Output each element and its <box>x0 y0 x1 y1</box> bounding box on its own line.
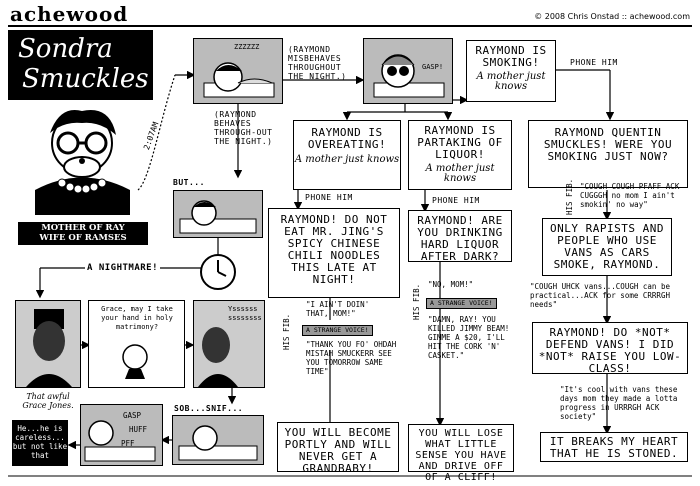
smoking-quote-1: "COUGH COUGH PFAFF ACK CUGGGH no mom I a… <box>580 182 680 209</box>
smoking-call-text: RAYMOND QUENTIN SMUCKLES! WERE YOU SMOKI… <box>543 126 673 163</box>
title-line-2: Smuckles <box>22 64 149 94</box>
smoking-quote-2: "COUGH UHCK vans...COUGH can be practica… <box>530 282 670 309</box>
gasp-word-1: GASP <box>123 411 142 420</box>
yes-panel: Yssssss ssssssss <box>193 300 265 388</box>
liquor-verdict-text: YOU WILL LOSE WHAT LITTLE SENSE YOU HAVE… <box>415 428 507 483</box>
proposal-bubble: Grace, may I take your hand in holy matr… <box>101 305 173 331</box>
yes-bubble: Yssssss ssssssss <box>228 305 262 322</box>
liquor-fib-label: HIS FIB. <box>412 283 421 320</box>
caption-plate: MOTHER OF RAY WIFE OF RAMSES <box>18 222 148 245</box>
smoking-box: RAYMOND IS SMOKING! A mother just knows <box>466 40 556 102</box>
careless-text: He...he is careless... but not like that <box>12 424 68 460</box>
overeating-call-text: RAYMOND! DO NOT EAT MR. JING'S SPICY CHI… <box>280 213 388 286</box>
smoking-sub: A mother just knows <box>476 71 546 92</box>
site-logo: achewood <box>10 2 129 26</box>
sobbing-sondra-icon <box>178 425 258 461</box>
overeating-title: RAYMOND IS OVEREATING! <box>307 126 387 151</box>
overeating-call: RAYMOND! DO NOT EAT MR. JING'S SPICY CHI… <box>268 208 400 298</box>
overeating-fib-label: HIS FIB. <box>282 313 291 350</box>
smoking-verdict-text: IT BREAKS MY HEART THAT HE IS STONED. <box>549 435 679 460</box>
smoking-reply-2: RAYMOND! DO *NOT* DEFEND VANS! I DID *NO… <box>532 322 688 375</box>
sleeping-panel: ZZZZZZ <box>193 38 283 104</box>
zzz-text: ZZZZZZ <box>234 43 260 51</box>
overeating-quote-2: "THANK YOU FO' OHDAH MISTAH SMUCKERR SEE… <box>306 340 397 376</box>
grace-jones-icon <box>26 309 72 387</box>
overeating-quote-1: "I AIN'T DOIN' THAT, MOM!" <box>306 300 370 318</box>
liquor-box: RAYMOND IS PARTAKING OF LIQUOR! A mother… <box>408 120 512 190</box>
gasp-panel: GASP! <box>363 38 453 104</box>
waking-sondra-icon <box>84 420 156 462</box>
smoking-reply-1-text: ONLY RAPISTS AND PEOPLE WHO USE VANS AS … <box>550 222 664 271</box>
liquor-verdict-box: YOU WILL LOSE WHAT LITTLE SENSE YOU HAVE… <box>408 424 514 483</box>
overeating-sub: A mother just knows <box>294 154 400 165</box>
gasp-word-3: PFF <box>121 439 135 448</box>
smoking-call: RAYMOND QUENTIN SMUCKLES! WERE YOU SMOKI… <box>528 120 688 188</box>
overeating-phone-him: PHONE HIM <box>305 193 353 202</box>
smoking-reply-1: ONLY RAPISTS AND PEOPLE WHO USE VANS AS … <box>542 218 672 276</box>
smoking-verdict-box: IT BREAKS MY HEART THAT HE IS STONED. <box>540 432 688 462</box>
liquor-sub: A mother just knows <box>425 163 495 184</box>
proposal-panel: Grace, may I take your hand in holy matr… <box>88 300 185 388</box>
smoking-fib-label: HIS FIB. <box>565 178 574 215</box>
smoking-quote-3: "It's cool with vans these days mom they… <box>560 385 678 421</box>
title-plate: Sondra Smuckles <box>8 30 153 100</box>
liquor-quote-2: "DAMN, RAY! YOU KILLED JIMMY BEAM! GIMME… <box>428 315 510 360</box>
overeating-verdict-box: YOU WILL BECOME PORTLY AND WILL NEVER GE… <box>277 422 399 475</box>
liquor-quote-1: "NO, MOM!" <box>428 280 474 289</box>
liquor-phone-him: PHONE HIM <box>432 196 480 205</box>
sob-label: SOB...SNIF... <box>174 404 244 413</box>
gasp-bottom-panel: GASP HUFF PFF <box>80 404 163 466</box>
misbehaves-note: (RAYMOND MISBEHAVES THROUGHOUT THE NIGHT… <box>288 45 347 81</box>
grace-yes-icon <box>198 327 238 387</box>
phone-him-top: PHONE HIM <box>570 58 618 67</box>
overeating-box: RAYMOND IS OVEREATING! A mother just kno… <box>293 120 401 190</box>
grace-caption: That awful Grace Jones. <box>22 392 74 410</box>
gasp-word-2: HUFF <box>129 425 148 434</box>
restless-sondra-icon <box>179 200 257 234</box>
sleeping-sondra-icon <box>203 62 275 98</box>
overeating-strange-voice: A STRANGE VOICE! <box>302 325 373 336</box>
liquor-call: RAYMOND! ARE YOU DRINKING HARD LIQUOR AF… <box>408 210 512 263</box>
title-line-1: Sondra <box>18 34 113 64</box>
nightmare-label: A NIGHTMARE! <box>85 263 161 273</box>
startled-sondra-icon <box>373 54 445 98</box>
liquor-call-text: RAYMOND! ARE YOU DRINKING HARD LIQUOR AF… <box>417 214 503 263</box>
but-label: BUT... <box>173 178 205 187</box>
sondra-portrait <box>35 109 130 215</box>
overeating-verdict-text: YOU WILL BECOME PORTLY AND WILL NEVER GE… <box>284 426 392 475</box>
liquor-title: RAYMOND IS PARTAKING OF LIQUOR! <box>417 124 503 161</box>
caption-wife: WIFE OF RAMSES <box>39 233 127 243</box>
clock-icon <box>200 254 236 290</box>
smoking-reply-2-text: RAYMOND! DO *NOT* DEFEND VANS! I DID *NO… <box>538 326 682 375</box>
gasp-text: GASP! <box>422 63 444 71</box>
careless-box: He...he is careless... but not like that <box>12 420 68 466</box>
sob-panel <box>172 415 264 465</box>
behaves-note: (RAYMOND BEHAVES THROUGH-OUT THE NIGHT.) <box>214 110 273 146</box>
but-sleeping-panel <box>173 190 263 238</box>
proposing-ray-icon <box>122 344 148 379</box>
grace-panel <box>15 300 81 388</box>
smoking-title: RAYMOND IS SMOKING! <box>475 44 547 69</box>
liquor-strange-voice: A STRANGE VOICE! <box>426 298 497 309</box>
caption-mother: MOTHER OF RAY <box>41 223 125 233</box>
copyright-text: © 2008 Chris Onstad :: achewood.com <box>534 12 690 21</box>
